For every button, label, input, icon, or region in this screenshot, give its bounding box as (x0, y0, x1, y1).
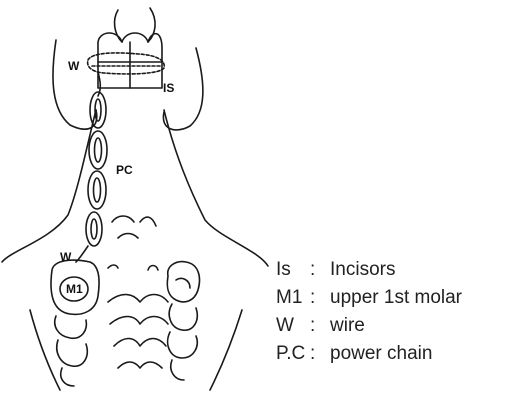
head-outline (2, 40, 268, 390)
label-molar: M1 (66, 282, 83, 296)
wire-loop (88, 53, 165, 74)
nose-pad (115, 8, 156, 42)
legend-description: upper 1st molar (330, 287, 462, 309)
legend-abbr: P.C (276, 343, 310, 365)
legend-abbr: Is (276, 259, 310, 281)
legend-row-power-chain: P.C : power chain (276, 343, 462, 371)
legend-separator: : (310, 343, 330, 365)
legend-description: wire (330, 315, 365, 337)
legend-description: power chain (330, 343, 432, 365)
legend-description: Incisors (330, 259, 395, 281)
right-molars (167, 262, 199, 380)
legend-row-molar: M1 : upper 1st molar (276, 287, 462, 315)
label-wire-top: W (68, 59, 80, 73)
legend-row-incisors: Is : Incisors (276, 259, 462, 287)
legend-separator: : (310, 287, 330, 309)
legend-abbr: M1 (276, 287, 310, 309)
legend-separator: : (310, 259, 330, 281)
label-incisors: IS (163, 81, 174, 95)
label-wire-bottom: W (60, 250, 72, 264)
power-chain (76, 92, 107, 262)
incisors (98, 33, 162, 88)
legend-abbr: W (276, 315, 310, 337)
legend-row-wire: W : wire (276, 315, 462, 343)
left-molars (51, 260, 99, 386)
palatal-rugae (108, 216, 168, 368)
label-power-chain: PC (116, 163, 133, 177)
legend-separator: : (310, 315, 330, 337)
legend: Is : Incisors M1 : upper 1st molar W : w… (276, 259, 462, 371)
